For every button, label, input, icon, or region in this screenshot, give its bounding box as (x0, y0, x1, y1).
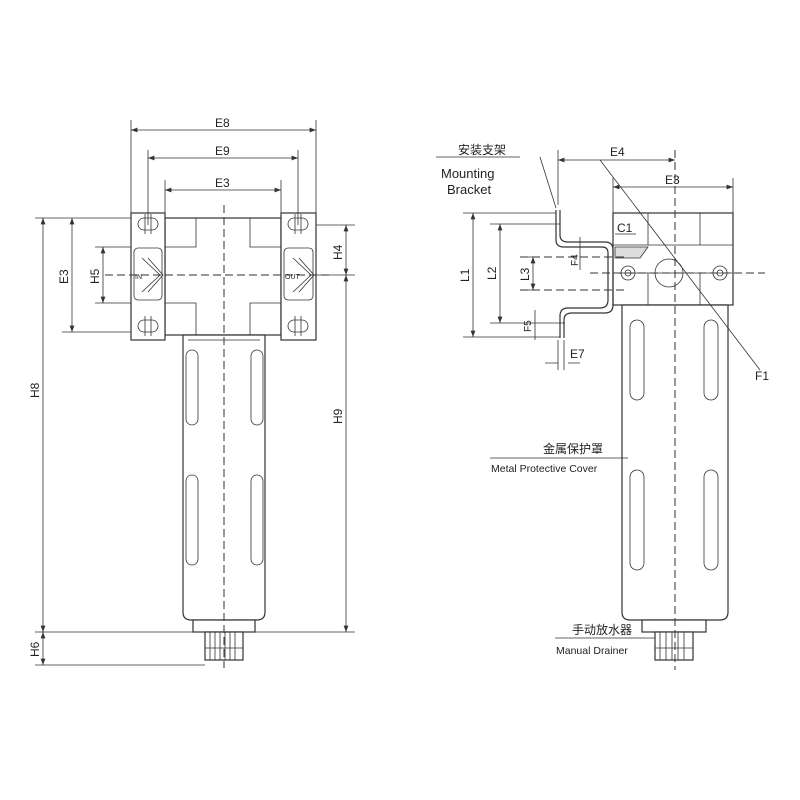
dim-e3-right: E3 (665, 173, 680, 187)
in-label: IN (135, 274, 142, 281)
dim-l1: L1 (458, 268, 472, 282)
left-flange (130, 212, 166, 341)
dim-e8: E8 (215, 116, 230, 130)
bracket-label-en-2: Bracket (447, 182, 491, 197)
dim-e3: E3 (215, 176, 230, 190)
dim-h4: H4 (331, 244, 345, 260)
front-view: IN OUT E8 E9 E3 H8 H6 E3 (28, 116, 355, 668)
side-view: E4 E3 C1 F4 L1 L2 L3 F5 E7 F1 安装支架 Mount… (436, 142, 769, 670)
dim-f1: F1 (755, 369, 769, 383)
dim-h9: H9 (331, 408, 345, 424)
mounting-bracket (555, 210, 614, 338)
dim-h6: H6 (28, 641, 42, 657)
dim-h5: H5 (88, 268, 102, 284)
cover-label-cn: 金属保护罩 (543, 441, 603, 456)
side-drain-knob (654, 631, 694, 661)
drainer-label-en: Manual Drainer (556, 645, 628, 657)
bowl-slots (185, 349, 264, 566)
out-label: OUT (285, 274, 301, 281)
bracket-label-cn: 安装支架 (458, 142, 506, 157)
bracket-label-en-1: Mounting (441, 166, 494, 181)
dim-e9: E9 (215, 144, 230, 158)
drainer-label-cn: 手动放水器 (572, 622, 632, 637)
dim-e4: E4 (610, 145, 625, 159)
dim-c1: C1 (617, 221, 633, 235)
dim-f5: F5 (523, 320, 534, 332)
dim-e7: E7 (570, 347, 585, 361)
dim-l3: L3 (518, 267, 532, 281)
dim-f4: F4 (570, 254, 581, 266)
bowl (182, 334, 266, 621)
cover-label-en: Metal Protective Cover (491, 463, 598, 475)
dim-l2: L2 (485, 266, 499, 280)
head-body (164, 217, 282, 336)
side-head (612, 212, 734, 306)
dim-h8: H8 (28, 382, 42, 398)
right-flange (280, 212, 317, 341)
dim-e3-side: E3 (57, 269, 71, 284)
